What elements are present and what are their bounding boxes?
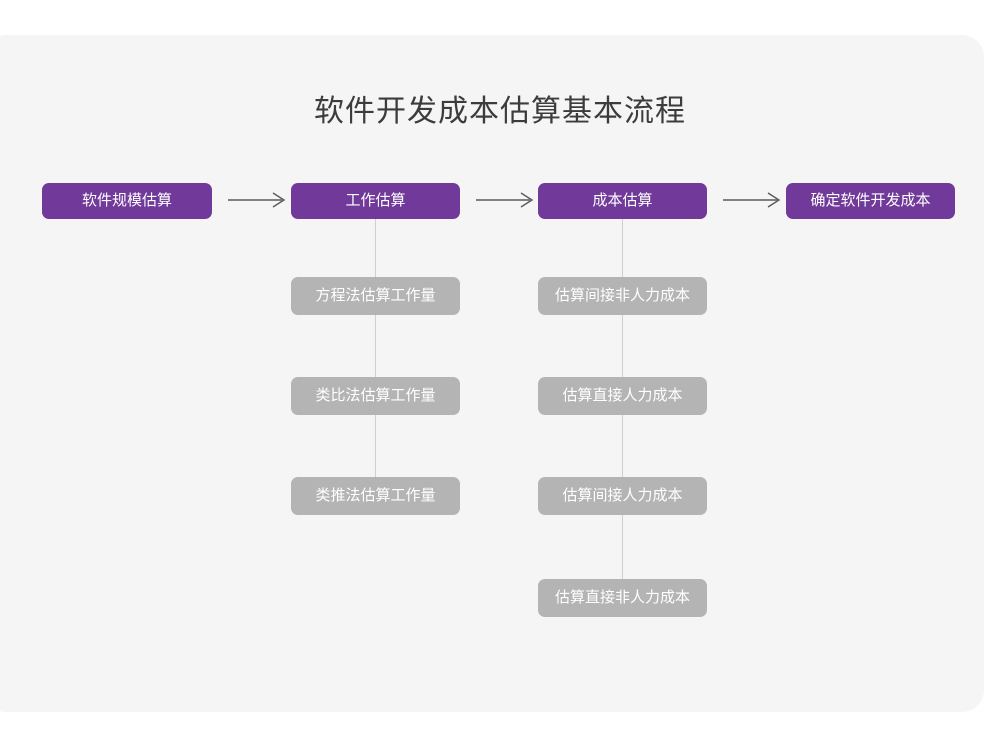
substep-node-analogy-method-effort[interactable]: 类比法估算工作量 bbox=[291, 377, 460, 415]
stage-node-effort-estimation[interactable]: 工作估算 bbox=[291, 183, 460, 219]
substep-node-indirect-labor-cost[interactable]: 估算间接人力成本 bbox=[538, 477, 707, 515]
substep-node-direct-nonlabor-cost[interactable]: 估算直接非人力成本 bbox=[538, 579, 707, 617]
stage-node-determine-development-cost[interactable]: 确定软件开发成本 bbox=[786, 183, 955, 219]
arrow-right-icon-stage1-stage2 bbox=[228, 189, 290, 211]
substep-node-direct-labor-cost[interactable]: 估算直接人力成本 bbox=[538, 377, 707, 415]
substep-node-indirect-nonlabor-cost[interactable]: 估算间接非人力成本 bbox=[538, 277, 707, 315]
arrow-right-icon-stage2-stage3 bbox=[476, 189, 538, 211]
stage-node-cost-estimation[interactable]: 成本估算 bbox=[538, 183, 707, 219]
stage-node-software-scale-estimation[interactable]: 软件规模估算 bbox=[42, 183, 212, 219]
connector-line-stage2 bbox=[375, 219, 376, 479]
canvas-card bbox=[0, 35, 984, 712]
page-title: 软件开发成本估算基本流程 bbox=[314, 95, 686, 128]
arrow-right-icon-stage3-stage4 bbox=[723, 189, 785, 211]
substep-node-equation-method-effort[interactable]: 方程法估算工作量 bbox=[291, 277, 460, 315]
substep-node-inference-method-effort[interactable]: 类推法估算工作量 bbox=[291, 477, 460, 515]
